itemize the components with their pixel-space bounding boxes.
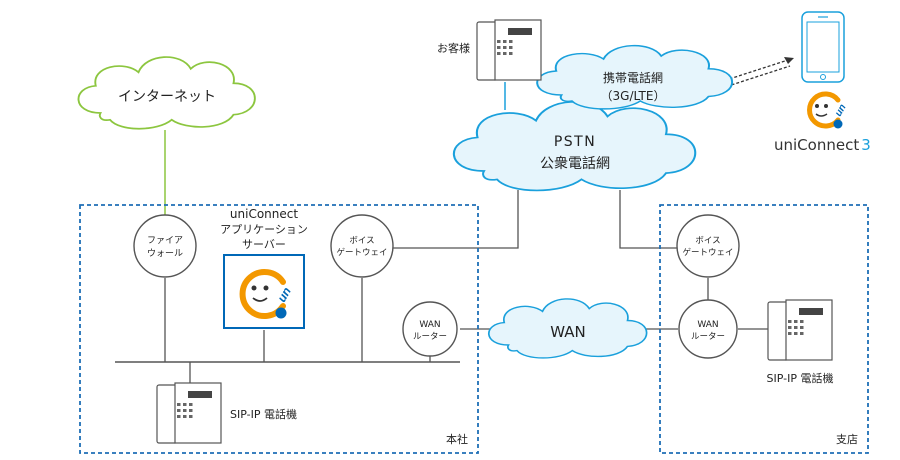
firewall-label-line2: ウォール <box>147 248 183 259</box>
app-server-logo-text: un <box>274 285 293 305</box>
pstn-label: PSTN <box>554 134 596 150</box>
mobile-network-label: 携帯電話網 <box>603 70 663 85</box>
hq-voice-gateway-label-line1: ボイス <box>349 236 374 246</box>
hq-sip-phone-icon <box>156 382 222 444</box>
uniconnect-app-name-text: uniConnect <box>774 136 859 154</box>
mobile-network-subtitle: （3G/LTE） <box>601 89 666 103</box>
pstn-subtitle: 公衆電話網 <box>540 155 610 172</box>
hq-voice-gateway-label-line2: ゲートウェイ <box>336 247 387 258</box>
hq-wan-router-label-line2: ルーター <box>413 332 447 342</box>
headquarters-label: 本社 <box>446 432 468 446</box>
app-server-label-line1: uniConnect <box>230 207 298 221</box>
uniconnect-mobile-logo-icon: un <box>807 91 849 129</box>
branch-wan-router-node <box>678 299 738 359</box>
headquarters-zone <box>79 204 479 454</box>
branch-voice-gateway-label-line1: ボイス <box>695 236 720 246</box>
hq-voice-gateway-node <box>330 214 394 278</box>
branch-voice-gateway-label-line2: ゲートウェイ <box>682 247 733 258</box>
uniconnect-app-version: 3 <box>861 136 871 154</box>
branch-wan-router-label-line1: WAN <box>697 320 718 330</box>
customer-label: お客様 <box>437 41 470 55</box>
customer-phone-icon <box>476 19 542 81</box>
hq-wan-router-node <box>402 301 458 357</box>
hq-wan-router-label-line1: WAN <box>419 320 440 330</box>
branch-label: 支店 <box>836 432 858 446</box>
branch-wan-router-label-line2: ルーター <box>691 332 725 342</box>
firewall-node <box>133 214 197 278</box>
wan-cloud-label: WAN <box>550 323 586 341</box>
uniconnect-mobile-logo-text: un <box>833 102 849 118</box>
firewall-label-line1: ファイア <box>147 236 183 246</box>
branch-sip-phone-icon <box>767 299 833 361</box>
branch-voice-gateway-node <box>676 214 740 278</box>
branch-sip-phone-label: SIP-IP 電話機 <box>767 371 834 385</box>
app-server-label-line2: アプリケーション <box>220 223 308 236</box>
arrow-head-right <box>784 57 794 64</box>
hq-sip-phone-label: SIP-IP 電話機 <box>230 407 297 421</box>
internet-cloud-label: インターネット <box>118 89 216 105</box>
app-server-label-line3: サーバー <box>242 238 286 251</box>
app-server-logo-icon: un <box>223 254 305 329</box>
smartphone-icon <box>801 11 845 83</box>
branch-zone <box>659 204 869 454</box>
pstn-branch-gateway-link <box>619 190 678 249</box>
pstn-hq-gateway-link <box>392 190 519 249</box>
